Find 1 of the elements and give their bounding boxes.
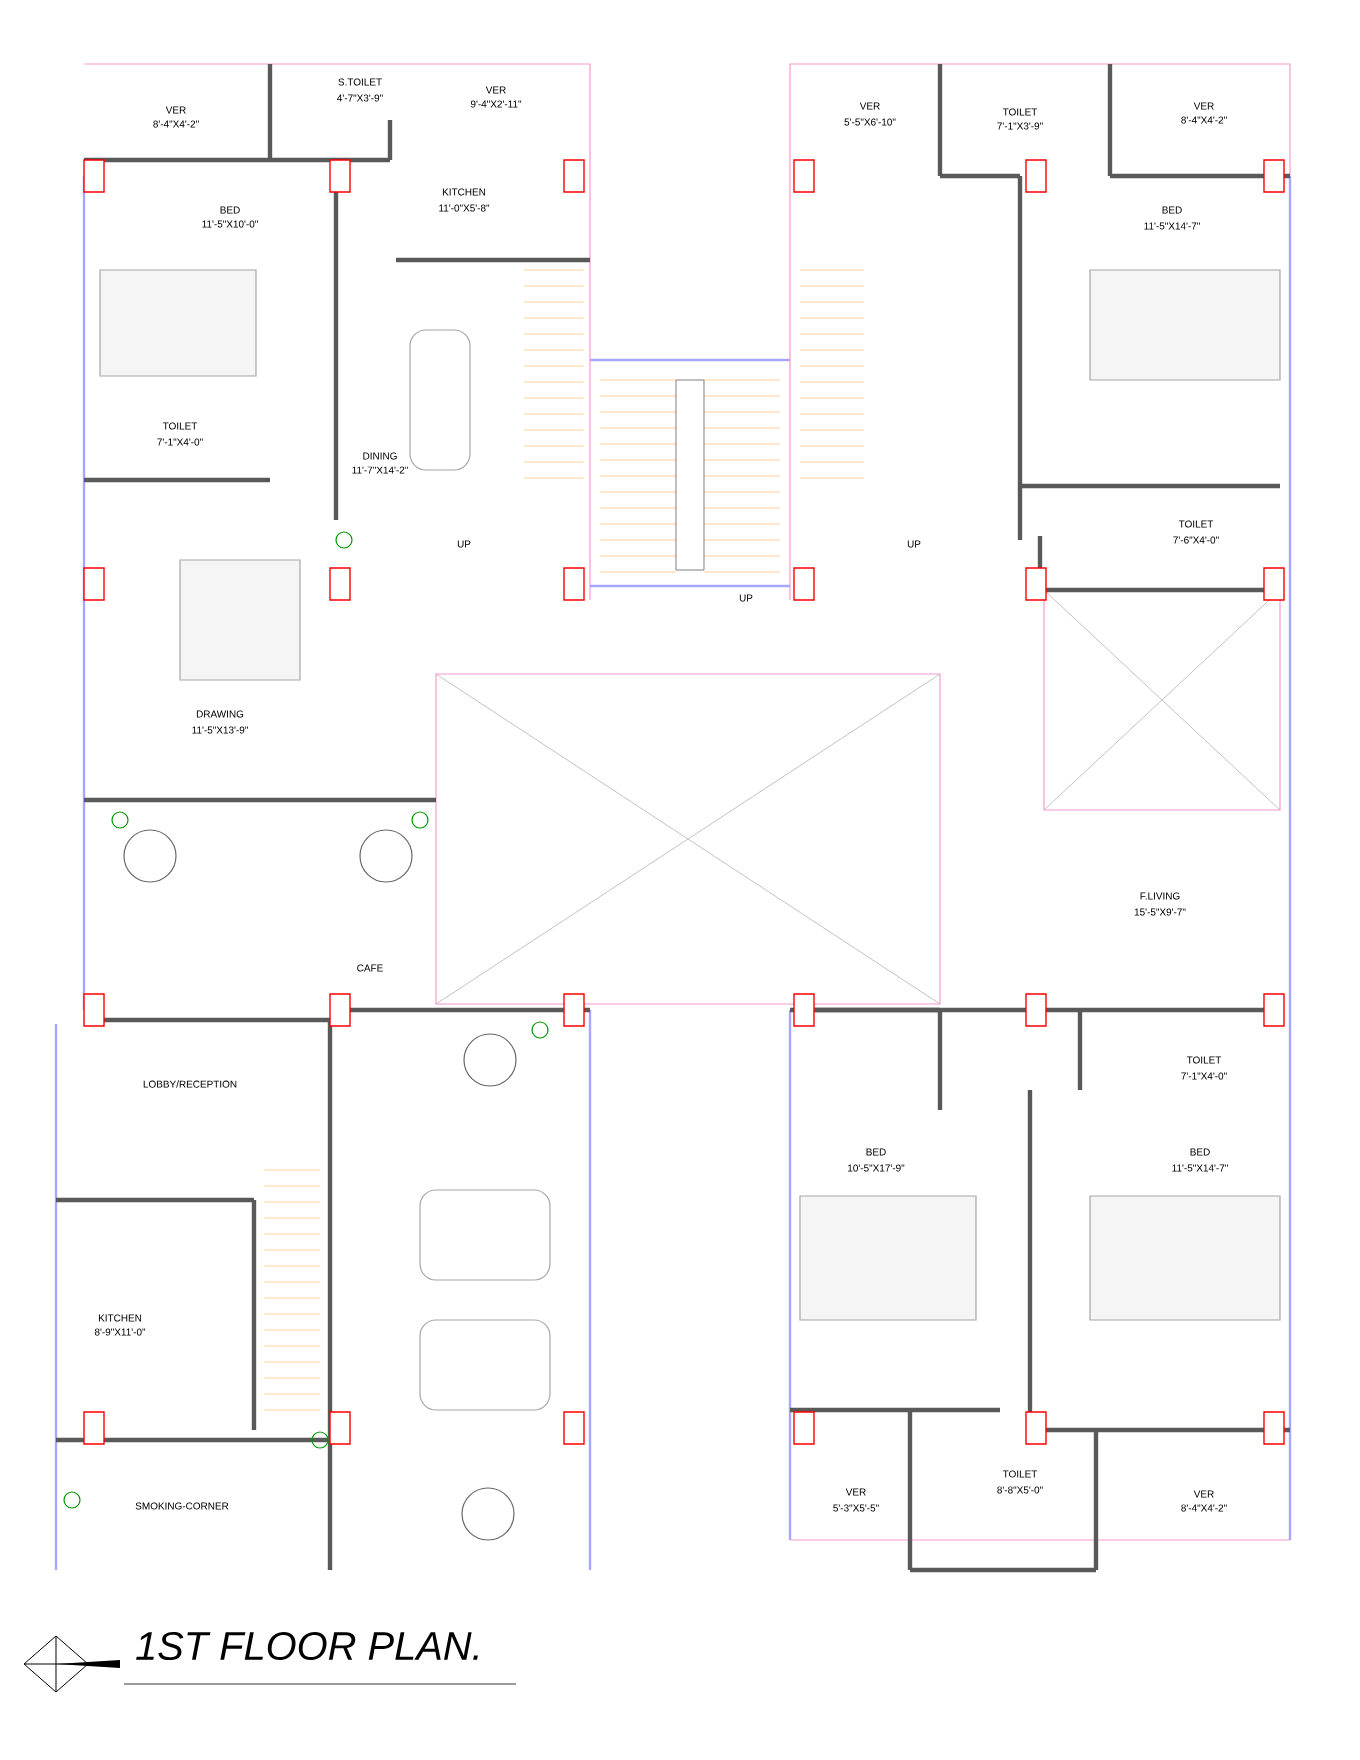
- plan-title: 1ST FLOOR PLAN.: [136, 1631, 478, 1661]
